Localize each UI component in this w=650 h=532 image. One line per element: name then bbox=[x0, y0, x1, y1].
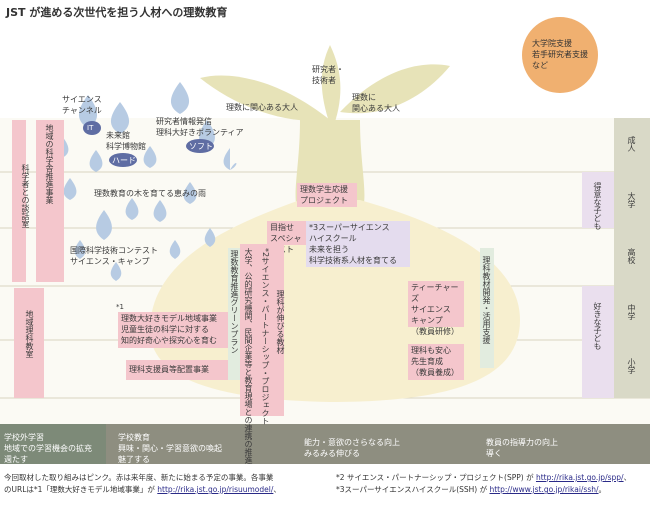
leaf-top-label: 研究者・ 技術者 bbox=[312, 65, 344, 85]
it-label: IT bbox=[87, 124, 94, 132]
sun-shape bbox=[522, 17, 598, 93]
leaf-right bbox=[340, 64, 450, 114]
ssh-box: *3スーパーサイエンス ハイスクール 未来を担う 科学技術系人材を育てる bbox=[306, 221, 410, 267]
specialist-box: 目指せ スペシャリスト bbox=[267, 221, 309, 254]
bottom-ability: 能力・意欲のさらなる向上 みるみる伸びる bbox=[304, 438, 400, 458]
local-science-label: 地域理科教室 bbox=[25, 310, 34, 358]
partnership-label-1: 大学、公的研究機関、民間企業等と教育現場との連携の推進 bbox=[244, 248, 253, 464]
rika-support-staff-box: 理科支援員等配置事業 bbox=[126, 360, 228, 380]
page-title: JST が進める次世代を担う人材への理数教育 bbox=[6, 6, 228, 19]
science-hall-box bbox=[36, 120, 64, 282]
soft-oval bbox=[186, 139, 214, 153]
local-science-box bbox=[14, 288, 44, 398]
green-plan-label: 理数教育推進グリーンプラン bbox=[230, 250, 239, 354]
scientist-talk-label: 科学者との談話室 bbox=[21, 164, 30, 228]
bottom-teacher: 教員の指導力の向上 導く bbox=[486, 438, 558, 458]
footnote-left: 今回取材した取り組みはピンク。赤は来年度、新たに始まる予定の事業。各事業 のUR… bbox=[4, 473, 281, 494]
hard-label: ハード bbox=[112, 156, 136, 165]
support-project-box: 理数学生応援 プロジェクト bbox=[297, 183, 357, 207]
level-university: 大学 bbox=[627, 192, 636, 208]
partnership-label-2: *2サイエンス・パートナーシップ・プロジェクト bbox=[261, 248, 270, 426]
it-oval bbox=[83, 121, 101, 135]
leaf-left bbox=[200, 75, 330, 121]
bottom-school-education: 学校教育 興味・関心・学習意欲の喚起 魅了する bbox=[118, 433, 222, 464]
sun-label: 大学院支援 若手研究者支援 など bbox=[532, 39, 588, 70]
level-juniorhigh: 中学 bbox=[627, 304, 636, 320]
footnote-right: *2 サイエンス・パートナーシップ・プロジェクト(SPP) が http://r… bbox=[336, 473, 632, 494]
footnote-marker-1: *1 bbox=[116, 303, 124, 311]
level-highschool: 高校 bbox=[627, 248, 636, 264]
good-at-children-label: 得意な子ども bbox=[593, 182, 602, 230]
scientist-talk-box bbox=[12, 120, 26, 282]
level-adult: 成人 bbox=[627, 136, 636, 152]
green-plan-box bbox=[228, 248, 240, 380]
level-elementary: 小学 bbox=[627, 358, 636, 374]
bottom-outside-school: 学校外学習 地域での学習機会の拡充 週たす bbox=[4, 433, 92, 464]
like-children-label: 好きな子ども bbox=[593, 302, 602, 350]
growing-material-label: 理科が伸びる教材 bbox=[276, 290, 285, 354]
risuumodel-link[interactable]: http://rika.jst.go.jp/risuumodel/ bbox=[157, 485, 274, 494]
museum-label: 未来館 科学博物館 bbox=[106, 131, 146, 151]
teachers-camp-box: ティーチャーズ サイエンス キャンプ （教員研修） bbox=[408, 281, 464, 336]
leaf-left-label: 理数に関心ある大人 bbox=[226, 103, 298, 112]
spp-link[interactable]: http://rika.jst.go.jp/spp/ bbox=[535, 473, 624, 482]
teacher-training-box: 理科も安心 先生育成 （教員養成） bbox=[408, 344, 464, 380]
contest-label: 国際科学技術コンテスト サイエンス・キャンプ bbox=[70, 246, 158, 266]
science-hall-label: 地域の科学舎推進事業 bbox=[45, 124, 54, 204]
rain-label: 理数教育の木を育てる恵みの雨 bbox=[94, 189, 206, 198]
hard-oval bbox=[109, 153, 137, 167]
material-support-box bbox=[480, 248, 494, 368]
ssh-link[interactable]: http://www.jst.go.jp/rikai/ssh/ bbox=[489, 485, 599, 494]
partnership-box bbox=[240, 244, 284, 416]
leaf-top bbox=[321, 45, 341, 125]
science-channel-label: サイエンス チャンネル bbox=[62, 95, 102, 115]
model-region-box: 理数大好きモデル地域事業 児童生徒の科学に対する 知的好奇心や探究心を育む bbox=[118, 312, 232, 348]
researcher-info-label: 研究者情報発信 理科大好きボランティア bbox=[156, 117, 244, 137]
leaf-right-label: 理数に 関心ある大人 bbox=[352, 93, 400, 113]
material-support-label: 理科教材開発・活用支援 bbox=[482, 256, 491, 344]
soft-label: ソフト bbox=[189, 142, 213, 151]
